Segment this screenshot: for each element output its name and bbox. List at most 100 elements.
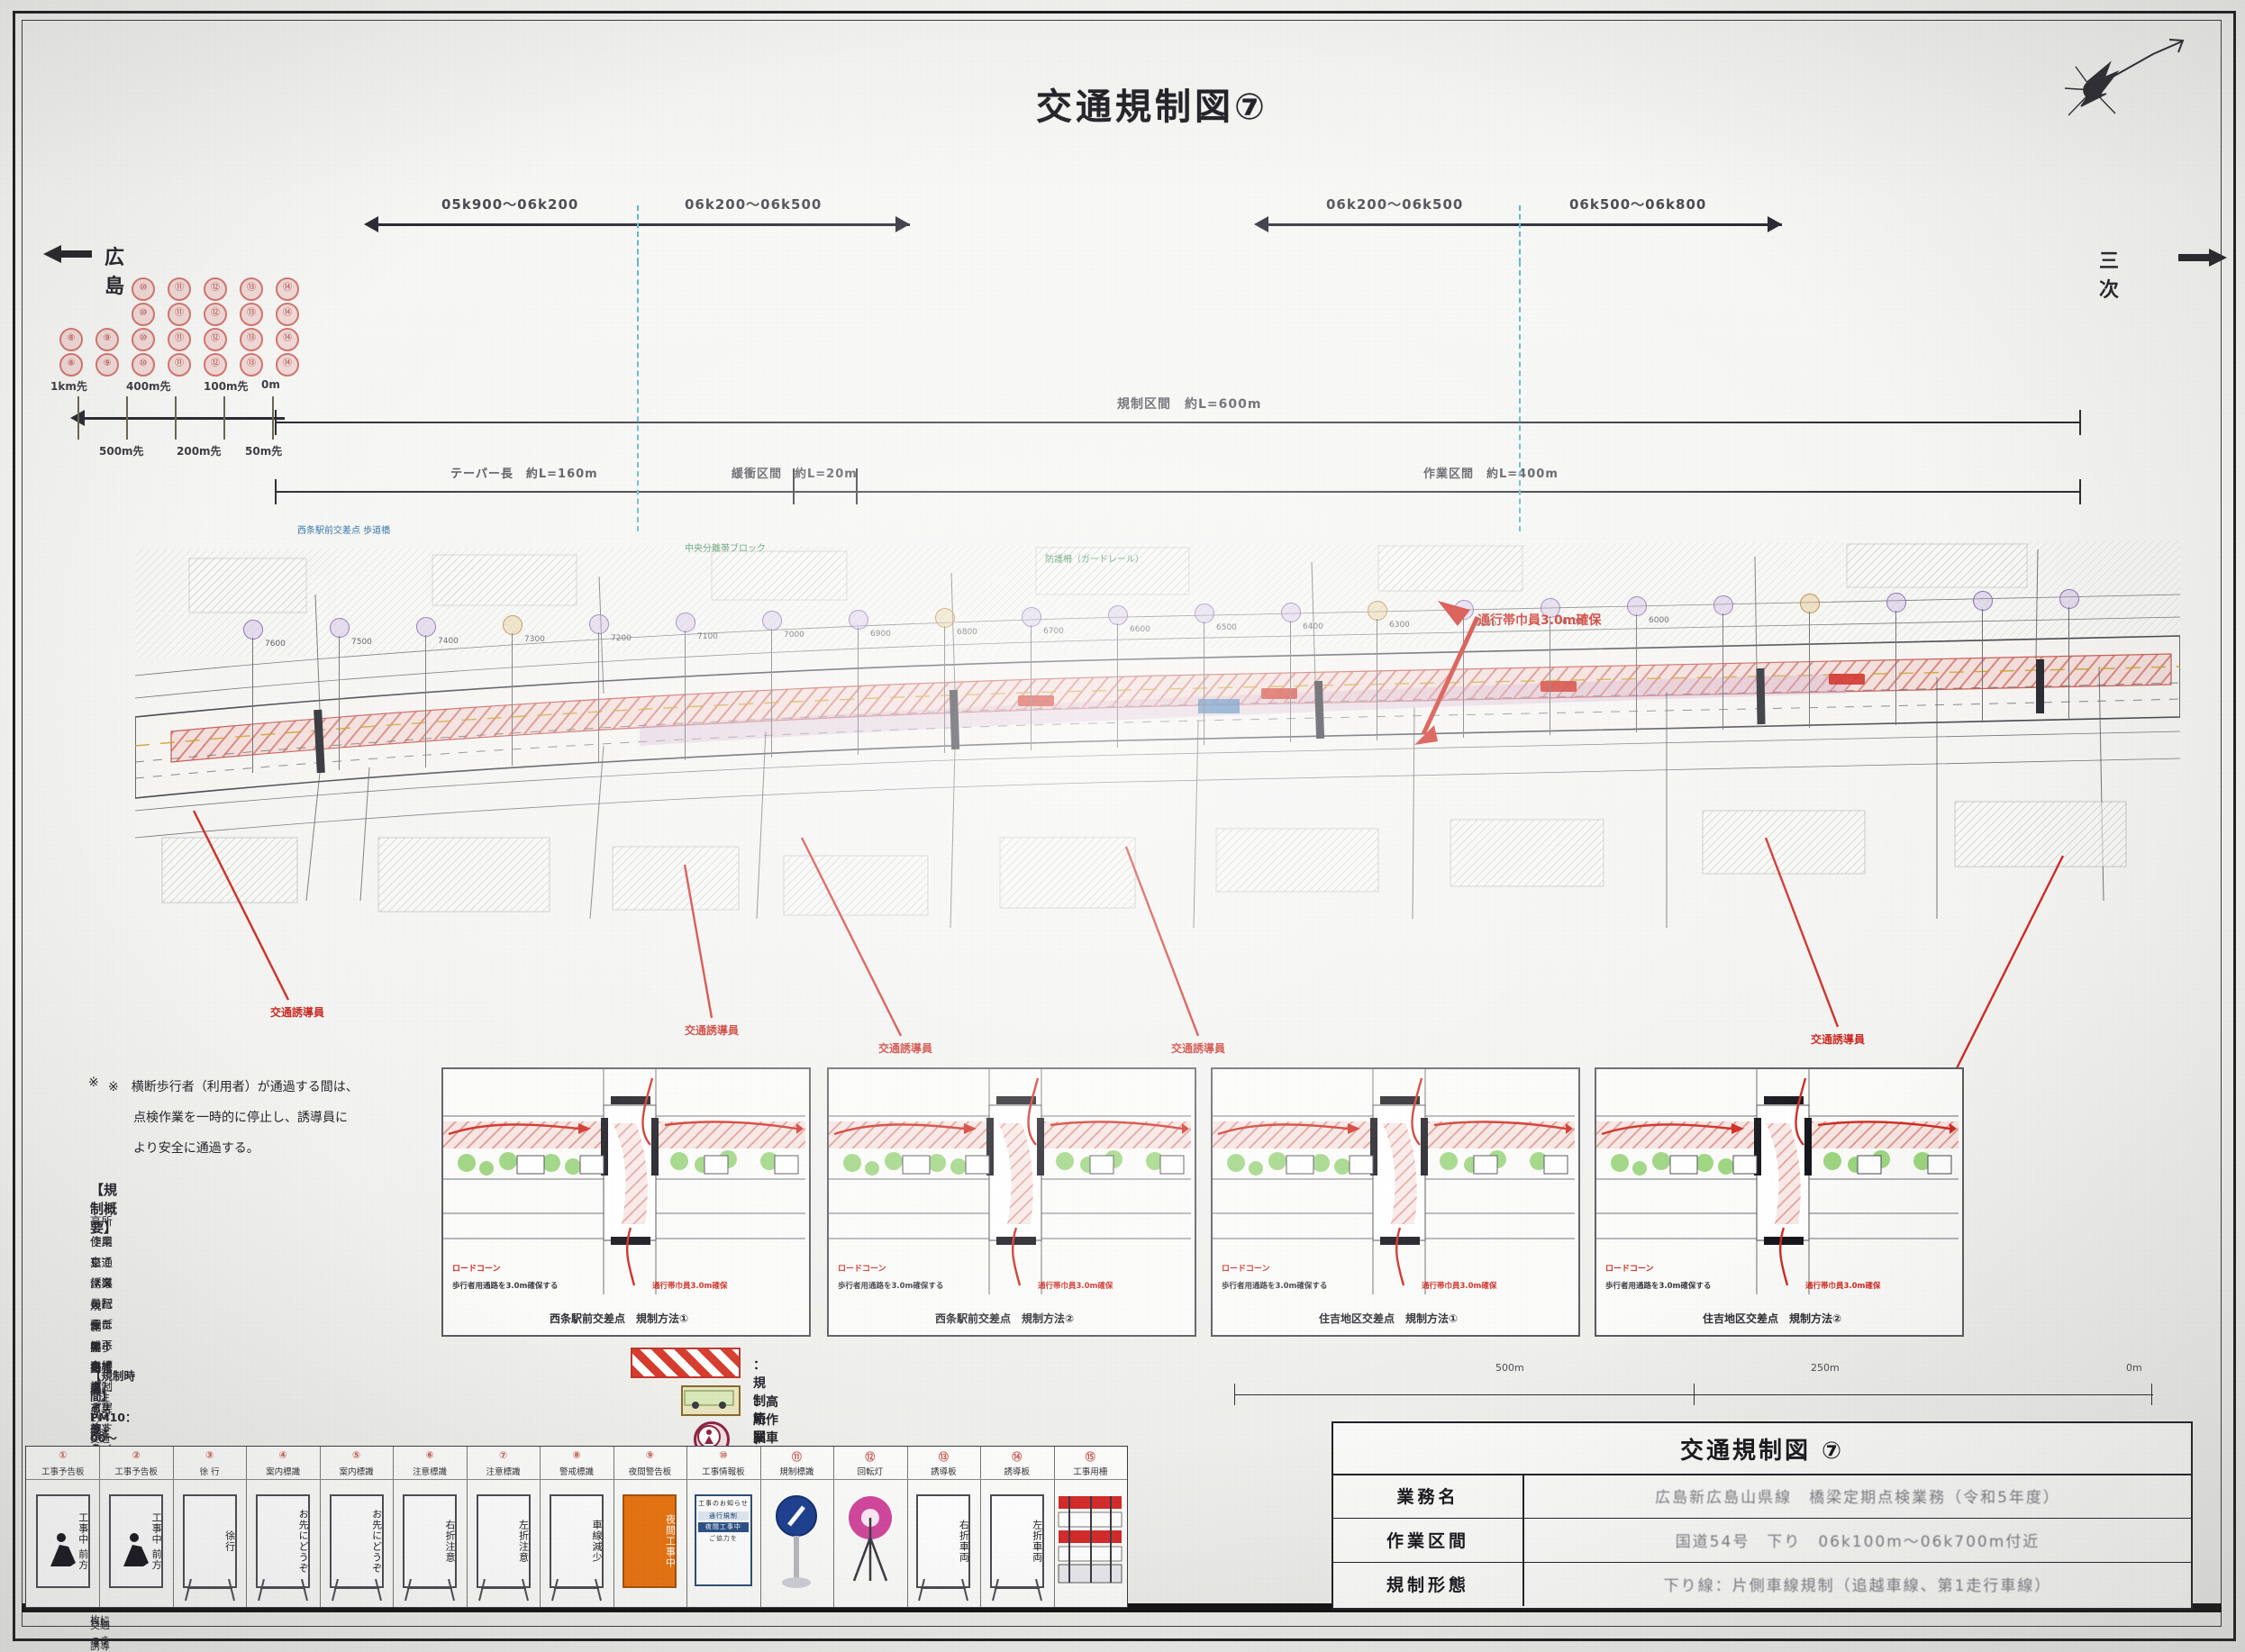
arrow-left-icon — [43, 245, 92, 263]
sign-type-label: 工事情報板 — [702, 1467, 745, 1477]
buffer-label: 緩衝区間 約L=20m — [732, 467, 858, 481]
title-block-key-3: 規制形態 — [1333, 1562, 1524, 1606]
title-block-row-3: 規制形態 下り線：片側車線規制（追越車線、第1走行車線） — [1333, 1562, 2191, 1606]
station-tick-label: 6600 — [1130, 625, 1150, 634]
station-marker-circle — [676, 613, 695, 632]
guard-leader-line — [192, 810, 290, 1001]
sign-board: 左折注意 — [476, 1494, 531, 1588]
sign-type-label: 工事予告板 — [41, 1467, 85, 1477]
station-marker-post — [512, 633, 513, 766]
sign-number: ⑩ — [719, 1449, 728, 1461]
sign-number: ② — [132, 1449, 141, 1461]
ruler-label-below: 50m先 — [245, 445, 283, 458]
title-block-row-2: 作業区間 国道54号 下り 06k100m〜06k700m付近 — [1333, 1518, 2191, 1563]
bottom-scale-tick-0 — [1234, 1384, 1235, 1405]
station-tick-label: 7500 — [351, 638, 372, 648]
station-marker-post — [1031, 624, 1032, 750]
station-marker-circle — [1281, 602, 1301, 622]
station-marker-post — [598, 631, 599, 763]
ruler-tick — [272, 396, 274, 440]
sign-type-label: 案内標識 — [266, 1467, 301, 1477]
sign-marker: ⑫ — [204, 353, 227, 377]
direction-right-label: 三 次 — [2099, 250, 2129, 302]
sign-marker: ⑩ — [132, 353, 155, 377]
station-tick-label: 7600 — [265, 640, 286, 649]
sign-legs-icon — [551, 1579, 602, 1602]
title-block-heading: 交通規制図 ⑦ — [1333, 1423, 2191, 1475]
station-marker-post — [425, 634, 426, 768]
ruler-label-below: 500m先 — [99, 445, 144, 458]
panel-caption: 西条駅前交差点 規制方法① — [550, 1312, 689, 1325]
sign-type-label: 案内標識 — [339, 1467, 374, 1477]
station-tick-label: 6800 — [957, 628, 977, 638]
sign-table-cell: ⑦ 注意標識 左折注意 — [466, 1447, 541, 1607]
sign-table-cell: ⑮ 工事用柵 — [1053, 1447, 1127, 1607]
sign-table-cell: ⑫ 回転灯 — [833, 1447, 908, 1607]
bottom-scale-tick-2 — [2151, 1384, 2152, 1405]
sign-marker: ⑪ — [168, 277, 191, 301]
page-title: 交通規制図⑦ — [1036, 86, 1268, 128]
station-tick-label: 6500 — [1216, 623, 1237, 633]
sign-legs-icon — [404, 1579, 456, 1602]
arrow-right-icon — [2178, 249, 2227, 267]
station-marker-circle — [243, 620, 263, 640]
sign-marker: ⑩ — [132, 303, 155, 326]
regulation-span-start — [275, 410, 277, 435]
dim-line-left — [369, 223, 910, 226]
sign-marker: ⑫ — [204, 328, 227, 351]
sign-type-label: 注意標識 — [486, 1467, 521, 1477]
guard-leader-line — [800, 837, 903, 1037]
sign-marker: ⑭ — [276, 328, 299, 351]
legend-vehicle-swatch — [681, 1385, 741, 1416]
sign-legend-table: ① 工事予告板 工事中 前方 ② 工事予告板 工事中 前方 ③ 徐 行 徐行 — [25, 1446, 1128, 1608]
sign-table-cell: ⑩ 工事情報板 工事のお知らせ 通行規制 夜間工事中 ご協力を — [686, 1447, 761, 1607]
sign-number: ⑥ — [425, 1449, 434, 1461]
panel-caption: 住吉地区交差点 規制方法② — [1703, 1312, 1842, 1325]
sign-table-cell: ⑭ 誘導板 左折車両 — [980, 1447, 1055, 1607]
station-range-3: 06k200〜06k500 — [1326, 196, 1464, 213]
station-marker-post — [1982, 609, 1983, 722]
worker-icon — [50, 1533, 76, 1566]
ruler-tick — [175, 396, 177, 440]
ruler-label-above: 100m先 — [204, 380, 249, 393]
sign-board-orange: 夜間工事中 — [623, 1494, 677, 1588]
sign-type-label: 工事予告板 — [114, 1467, 158, 1477]
intersection-detail-svg — [1213, 1069, 1575, 1294]
regulation-span-line — [275, 422, 2081, 423]
sign-table-cell: ① 工事予告板 工事中 前方 — [26, 1447, 101, 1607]
sign-type-label: 回転灯 — [857, 1467, 884, 1477]
star-note-line-1: ※ 横断歩行者（利用者）が通過する間は、 — [108, 1080, 359, 1094]
sign-number: ⑪ — [791, 1451, 802, 1463]
sign-marker: ⑧ — [59, 353, 83, 377]
direction-left-label: 広 島 — [105, 247, 134, 298]
dim-arrow-right-start — [1254, 216, 1268, 232]
detail-panel: ロードコーン 歩行者用通路を3.0m確保する 通行帯巾員3.0m確保 西条駅前交… — [441, 1067, 811, 1337]
sign-marker: ⑨ — [95, 328, 119, 351]
note-bullet-icon: ※ — [88, 1076, 99, 1090]
sign-marker: ⑬ — [240, 303, 263, 326]
sign-table-cell: ③ 徐 行 徐行 — [172, 1447, 248, 1607]
station-marker-post — [2068, 607, 2069, 721]
sign-table-cell: ⑥ 注意標識 右折注意 — [393, 1447, 468, 1607]
title-block-row-1: 業務名 広島新広島山県線 橋梁定期点検業務（令和5年度） — [1333, 1474, 2191, 1519]
station-marker-circle — [1973, 591, 1993, 611]
sign-number: ⑧ — [572, 1449, 581, 1461]
sign-table-cell: ⑧ 警戒標識 車線減少 — [540, 1447, 614, 1607]
sign-marker: ⑫ — [204, 277, 227, 301]
ruler-label-above: 400m先 — [126, 380, 171, 393]
ruler-label-below: 200m先 — [177, 445, 222, 458]
sign-table-cell: ⑨ 夜間警告板 夜間工事中 — [613, 1447, 688, 1607]
station-marker-circle — [1713, 595, 1733, 615]
panel-note-left: 歩行者用通路を3.0m確保する — [452, 1282, 559, 1291]
sign-marker: ⑭ — [276, 277, 299, 301]
sign-illustration: 工事中 前方 — [99, 1479, 173, 1603]
station-marker-post — [1809, 612, 1810, 728]
detail-panel: ロードコーン 歩行者用通路を3.0m確保する 通行帯巾員3.0m確保 住吉地区交… — [1211, 1067, 1580, 1337]
sign-number: ⑮ — [1085, 1451, 1095, 1463]
sign-legs-icon — [991, 1579, 1042, 1602]
station-marker-post — [944, 626, 945, 753]
sign-illustration: 右折注意 — [393, 1479, 467, 1603]
work-span-line — [275, 491, 2081, 493]
dim-arrow-left-end — [895, 216, 910, 232]
